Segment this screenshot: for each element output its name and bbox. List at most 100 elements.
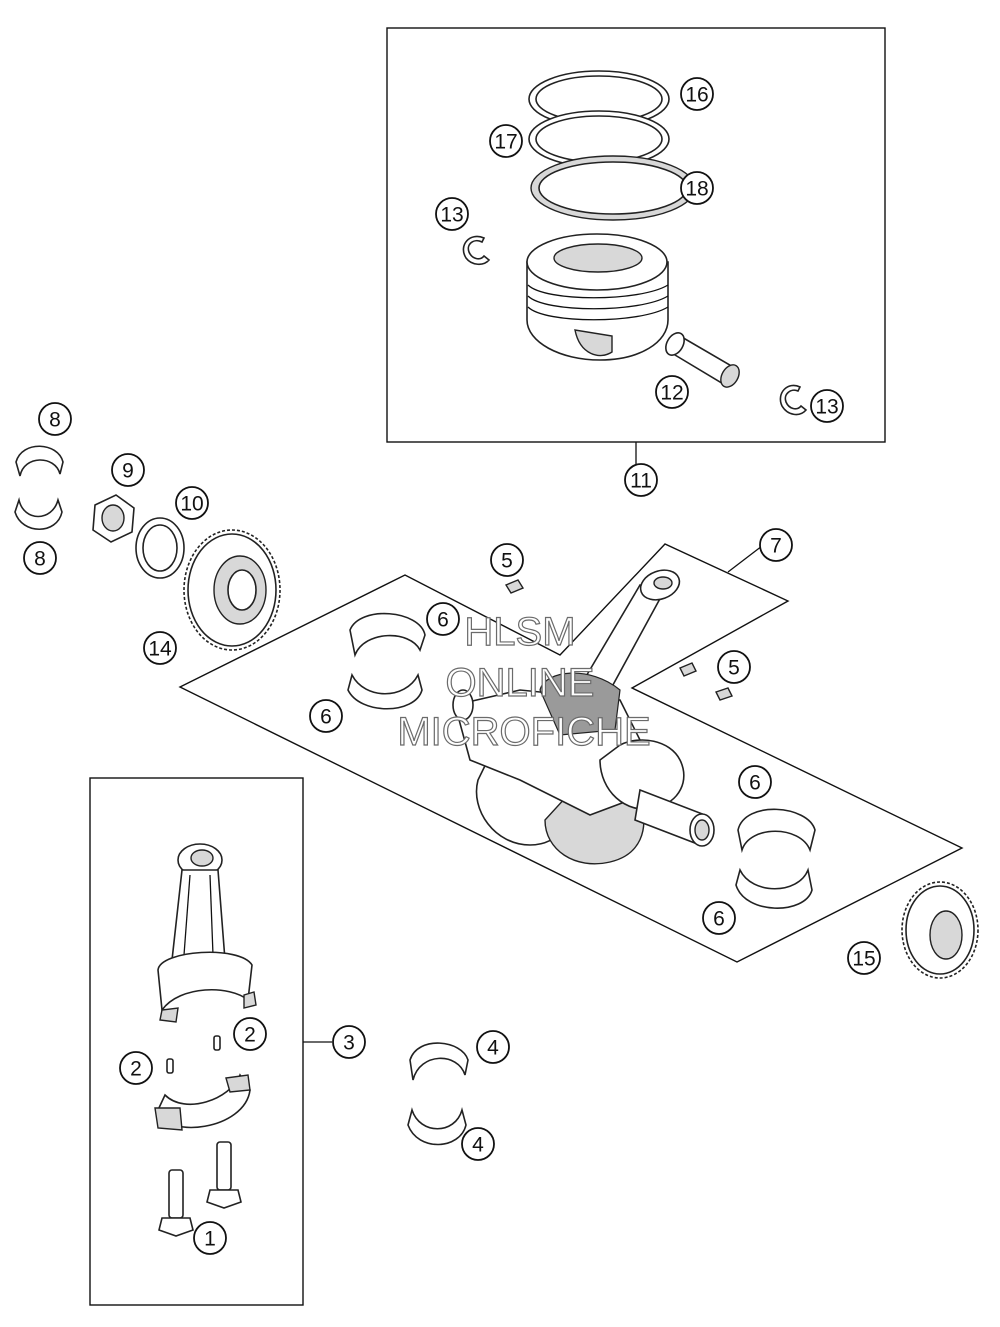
crankshaft-assembly-frame <box>178 543 964 963</box>
watermark-line-1: HLSM <box>464 610 575 654</box>
callout-number: 10 <box>180 493 203 516</box>
callout-number: 9 <box>122 460 134 483</box>
callout-circle <box>624 463 658 497</box>
callout-14: 14 <box>143 631 177 665</box>
callout-5: 5 <box>717 650 751 684</box>
callout-number: 14 <box>148 638 172 661</box>
callout-number: 5 <box>728 657 740 680</box>
main-bearing-lower <box>14 497 63 531</box>
callout-2: 2 <box>119 1051 153 1085</box>
primary-gear <box>183 529 281 651</box>
callout-circle <box>476 1030 510 1064</box>
callout-number: 4 <box>472 1134 484 1157</box>
key-top <box>504 579 525 594</box>
rod-bearing-lower <box>407 1106 467 1146</box>
dowel-pin-right <box>213 1035 221 1051</box>
callout-circle <box>490 543 524 577</box>
callout-number: 18 <box>685 178 708 201</box>
rod-cap <box>154 1073 251 1131</box>
callout-number: 8 <box>34 548 46 571</box>
connecting-rod <box>157 843 257 1023</box>
callout-circle <box>435 197 469 231</box>
callout-number: 17 <box>494 131 517 154</box>
callout-circle <box>119 1051 153 1085</box>
callout-circle <box>23 541 57 575</box>
callout-circle <box>680 171 714 205</box>
callout-18: 18 <box>680 171 714 205</box>
connecting-rod-assembled <box>539 569 681 736</box>
callout-12: 12 <box>655 375 689 409</box>
callout-circle <box>680 77 714 111</box>
callout-circle <box>655 375 689 409</box>
callout-5: 5 <box>490 543 524 577</box>
callout-8: 8 <box>23 541 57 575</box>
callout-number: 6 <box>320 706 332 729</box>
callout-number: 6 <box>749 772 761 795</box>
callout-15: 15 <box>847 941 881 975</box>
callout-7: 7 <box>759 528 793 562</box>
watermark-line-2: ONLINE <box>446 661 595 705</box>
callout-circle <box>38 402 72 436</box>
rod-bolt-left <box>158 1169 194 1237</box>
callout-circle <box>111 453 145 487</box>
callout-3: 3 <box>332 1025 366 1059</box>
connecting-rod-kit-group <box>89 777 332 1306</box>
bearing-shell-upper-right <box>737 808 816 854</box>
dowel-pin-left <box>166 1058 174 1074</box>
callout-circle <box>193 1221 227 1255</box>
secondary-gear <box>901 881 979 979</box>
callout-circle <box>309 699 343 733</box>
callout-circle <box>175 486 209 520</box>
callout-9: 9 <box>111 453 145 487</box>
callout-number: 16 <box>685 84 708 107</box>
callout-circle <box>332 1025 366 1059</box>
callout-number: 7 <box>770 535 782 558</box>
crankshaft-assembly-group <box>178 543 964 963</box>
callout-13: 13 <box>435 197 469 231</box>
callout-number: 6 <box>713 908 725 931</box>
callout-4: 4 <box>476 1030 510 1064</box>
callout-circle <box>461 1127 495 1161</box>
callout-circle <box>847 941 881 975</box>
piston-ring-oil <box>530 155 696 221</box>
bearing-shell-lower-right <box>735 867 813 909</box>
key-right-b <box>715 687 733 701</box>
callout-16: 16 <box>680 77 714 111</box>
key-right-a <box>679 662 697 677</box>
callout-circle <box>489 124 523 158</box>
callout-circle <box>702 901 736 935</box>
callout-13: 13 <box>810 389 844 423</box>
callout-6: 6 <box>702 901 736 935</box>
callout-number: 5 <box>501 550 513 573</box>
watermark-line-3: MICROFICHE <box>397 710 650 754</box>
callout-17: 17 <box>489 124 523 158</box>
callout-number: 15 <box>852 948 875 971</box>
callout-10: 10 <box>175 486 209 520</box>
callout-11: 11 <box>624 463 658 497</box>
callout-8: 8 <box>38 402 72 436</box>
callout-number: 6 <box>437 609 449 632</box>
callout-number: 13 <box>815 396 838 419</box>
bearing-shell-upper-left <box>349 612 426 658</box>
callout-number: 11 <box>630 470 652 493</box>
piston-kit-group <box>386 27 886 468</box>
callout-6: 6 <box>738 765 772 799</box>
piston-pin <box>665 332 740 388</box>
callout-circle <box>143 631 177 665</box>
callout-number: 3 <box>343 1032 355 1055</box>
callout-number: 4 <box>487 1037 499 1060</box>
watermark: HLSM ONLINE MICROFICHE <box>397 609 652 754</box>
callout-number: 1 <box>204 1228 216 1251</box>
callout-number: 2 <box>244 1024 256 1047</box>
circlip-right <box>779 384 808 416</box>
circlip-left <box>462 235 491 266</box>
washer <box>135 517 185 579</box>
callout-circle <box>426 602 460 636</box>
main-bearing-upper <box>15 445 64 477</box>
piston <box>526 233 669 361</box>
callout-number: 2 <box>130 1058 142 1081</box>
callout-1: 1 <box>193 1221 227 1255</box>
callout-circle <box>810 389 844 423</box>
